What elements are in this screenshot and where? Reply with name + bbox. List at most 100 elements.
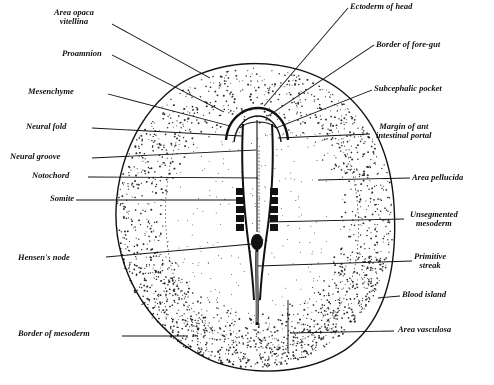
stipple-dot	[332, 125, 334, 127]
label-subcephalic-pocket: Subcephalic pocket	[374, 84, 442, 93]
stipple-dot	[260, 356, 262, 358]
stipple-dot	[206, 105, 208, 107]
stipple-dot	[334, 274, 335, 275]
stipple-dot	[368, 301, 370, 303]
stipple-dot	[212, 127, 213, 128]
stipple-dot	[353, 171, 355, 173]
stipple-dot	[252, 102, 254, 104]
stipple-dot	[312, 348, 313, 349]
stipple-dot	[243, 356, 245, 358]
stipple-dot	[332, 137, 334, 139]
stipple-dot	[129, 265, 130, 266]
stipple-dot	[314, 100, 315, 101]
stipple-dot	[329, 133, 330, 134]
stipple-dot	[284, 86, 285, 87]
stipple-dot	[117, 203, 118, 204]
stipple-dot	[140, 271, 141, 272]
stipple-dot	[149, 265, 150, 266]
stipple-dot	[333, 330, 334, 331]
stipple-dot	[334, 116, 336, 118]
stipple-dot	[303, 328, 305, 330]
stipple-dot	[340, 229, 341, 230]
stipple-dot	[281, 357, 282, 358]
stipple-dot	[228, 169, 229, 170]
stipple-dot	[337, 105, 338, 106]
stipple-dot	[227, 310, 229, 312]
stipple-dot	[291, 321, 292, 322]
stipple-dot	[321, 299, 322, 300]
stipple-dot	[268, 365, 269, 366]
stipple-dot	[351, 315, 353, 317]
stipple-dot	[219, 339, 220, 340]
stipple-dot	[187, 296, 188, 297]
stipple-dot	[129, 271, 130, 272]
stipple-dot	[208, 91, 209, 92]
stipple-dot	[157, 161, 158, 162]
stipple-dot	[362, 265, 364, 267]
stipple-dot	[278, 319, 280, 321]
stipple-dot	[270, 115, 271, 116]
stipple-dot	[277, 346, 278, 347]
stipple-dot	[126, 218, 128, 220]
stipple-dot	[121, 195, 123, 197]
stipple-dot	[179, 140, 181, 142]
stipple-dot	[178, 277, 180, 279]
stipple-dot	[380, 264, 382, 266]
stipple-dot	[318, 312, 319, 313]
stipple-dot	[319, 276, 320, 277]
stipple-dot	[293, 314, 294, 315]
stipple-dot	[144, 278, 146, 280]
stipple-dot	[172, 122, 173, 123]
stipple-dot	[190, 131, 191, 132]
stipple-dot	[373, 295, 375, 297]
stipple-dot	[212, 76, 213, 77]
stipple-dot	[225, 80, 226, 81]
stipple-dot	[151, 259, 152, 260]
stipple-dot	[153, 255, 155, 257]
stipple-dot	[191, 97, 192, 98]
stipple-dot	[334, 318, 335, 319]
stipple-dot	[217, 339, 218, 340]
stipple-dot	[303, 309, 305, 311]
stipple-dot	[381, 188, 382, 189]
stipple-dot	[360, 224, 361, 225]
stipple-dot	[378, 214, 379, 215]
stipple-dot	[162, 309, 164, 311]
stipple-dot	[183, 304, 184, 305]
stipple-dot	[363, 174, 365, 176]
stipple-dot	[321, 252, 322, 253]
stipple-dot	[167, 158, 168, 159]
stipple-dot	[274, 338, 275, 339]
stipple-dot	[135, 209, 137, 211]
stipple-dot	[179, 163, 181, 165]
stipple-dot	[144, 233, 145, 234]
stipple-dot	[343, 313, 345, 315]
stipple-dot	[286, 363, 288, 365]
stipple-dot	[129, 175, 130, 176]
stipple-dot	[336, 124, 338, 126]
stipple-dot	[145, 158, 146, 159]
stipple-dot	[374, 244, 376, 246]
stipple-dot	[128, 211, 129, 212]
stipple-dot	[314, 324, 315, 325]
stipple-dot	[254, 315, 255, 316]
stipple-dot	[265, 322, 266, 323]
stipple-dot	[210, 82, 211, 83]
stipple-dot	[189, 92, 190, 93]
stipple-dot	[152, 318, 153, 319]
label-area-vasculosa: Area vasculosa	[398, 325, 451, 334]
stipple-dot	[381, 199, 383, 201]
stipple-dot	[326, 327, 327, 328]
stipple-dot	[152, 307, 154, 309]
label-border-foregut: Border of fore-gut	[376, 40, 440, 49]
stipple-dot	[164, 324, 166, 326]
stipple-dot	[359, 176, 360, 177]
stipple-dot	[317, 98, 319, 100]
stipple-dot	[170, 99, 171, 100]
stipple-dot	[235, 70, 237, 72]
stipple-dot	[278, 73, 280, 75]
stipple-dot	[180, 290, 181, 291]
stipple-dot	[285, 325, 287, 327]
stipple-dot	[292, 344, 294, 346]
stipple-dot	[297, 322, 299, 324]
